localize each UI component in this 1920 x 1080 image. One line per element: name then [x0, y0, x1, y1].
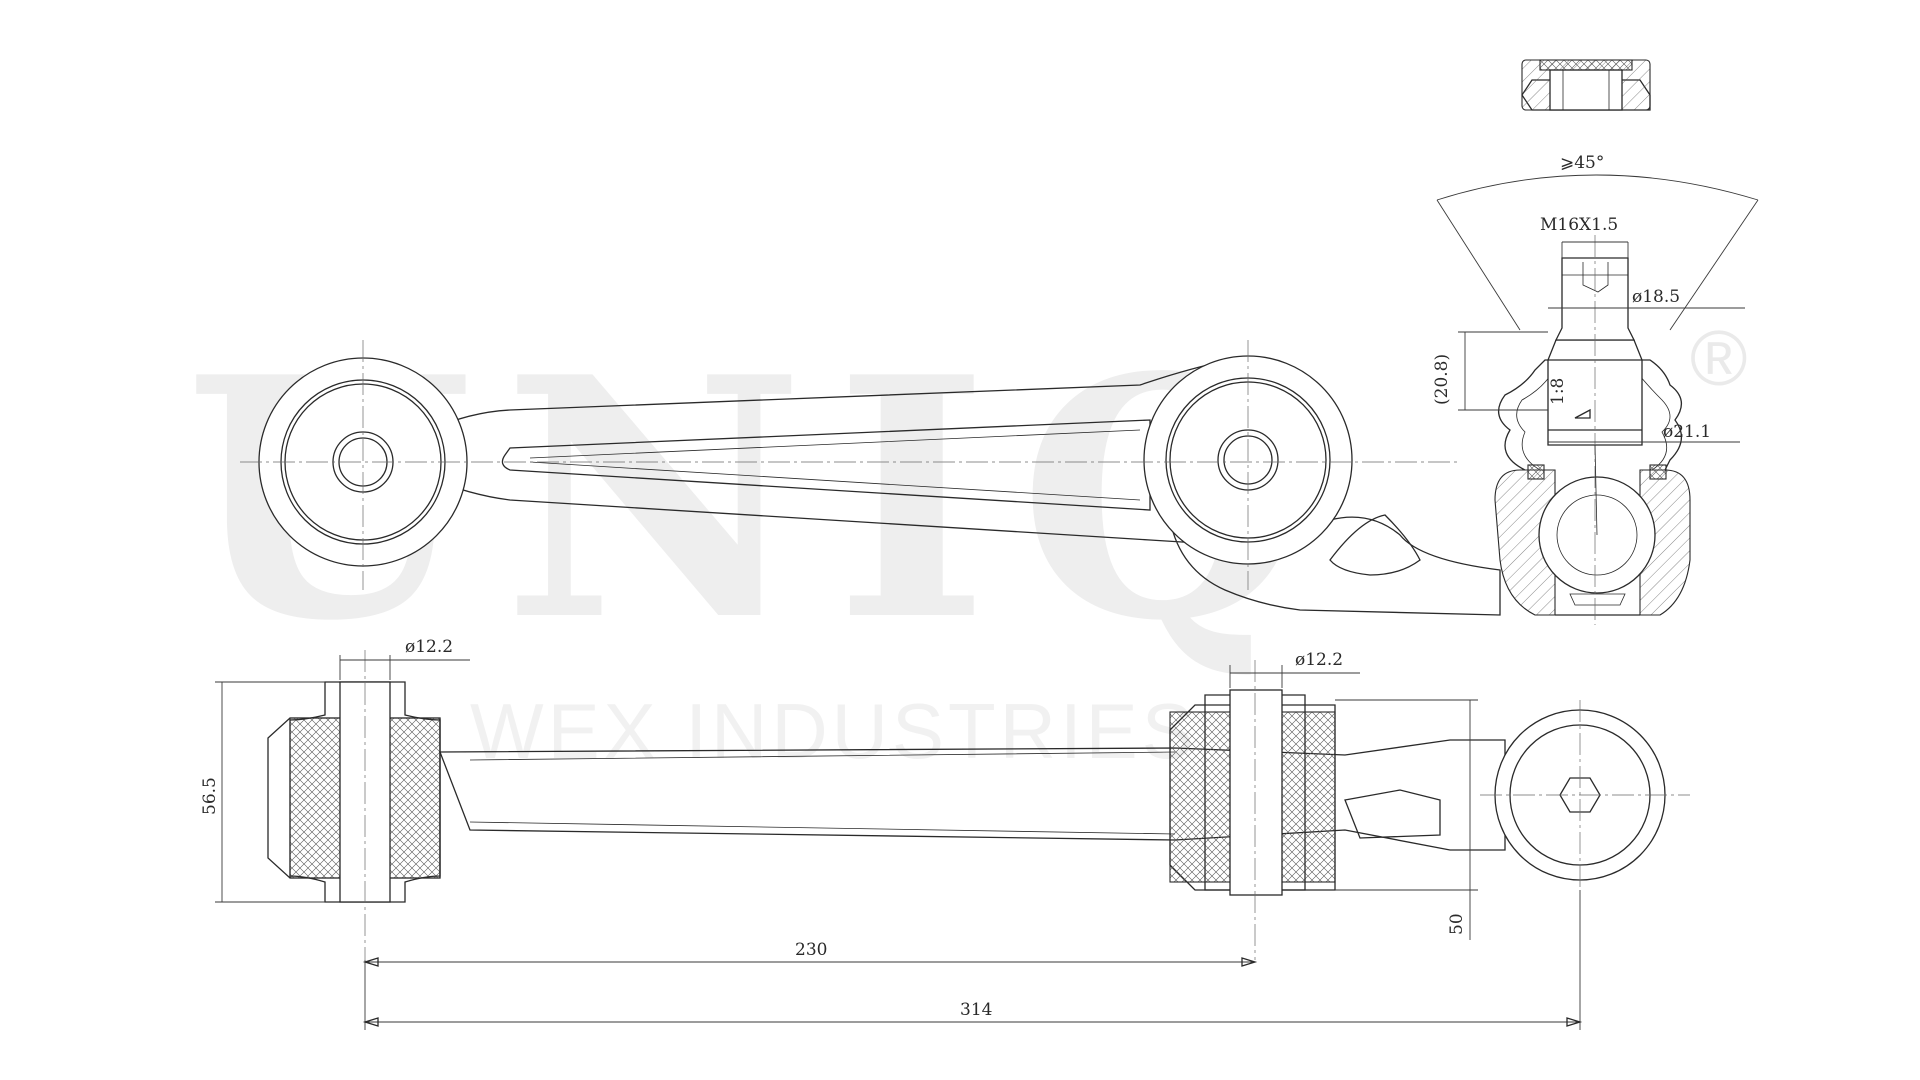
arm-top-view	[240, 340, 1501, 616]
angle-dimension: ⩾45°	[1436, 153, 1759, 331]
height-label: 56.5	[200, 777, 220, 815]
nut-detail	[1521, 59, 1651, 111]
stud-diameter-label: ø18.5	[1632, 287, 1680, 307]
spacing-label: 230	[795, 940, 827, 960]
ball-joint-section	[1494, 235, 1691, 625]
arm-side-view	[267, 650, 1690, 960]
angle-label: ⩾45°	[1560, 153, 1604, 173]
offset-label: 50	[1447, 913, 1467, 935]
right-bore-label: ø12.2	[1295, 650, 1343, 670]
left-bore-label: ø12.2	[405, 637, 453, 657]
boot-height-label: (20.8)	[1432, 354, 1452, 405]
taper-label: 1:8	[1548, 378, 1568, 405]
stud-dimensions: M16X1.5 ø18.5 (20.8) 1:8 ø21.1	[1432, 215, 1745, 443]
watermark-company: WEX INDUSTRIES	[470, 687, 1198, 775]
thread-label: M16X1.5	[1540, 215, 1618, 235]
right-bushing-sleeve	[1229, 689, 1283, 896]
side-dimensions: ø12.2 ø12.2 56.5 50 230 314	[200, 637, 1583, 1030]
watermark-registered: ®	[1690, 314, 1747, 402]
overall-length-label: 314	[960, 1000, 992, 1020]
ball-diameter-label: ø21.1	[1663, 422, 1711, 442]
